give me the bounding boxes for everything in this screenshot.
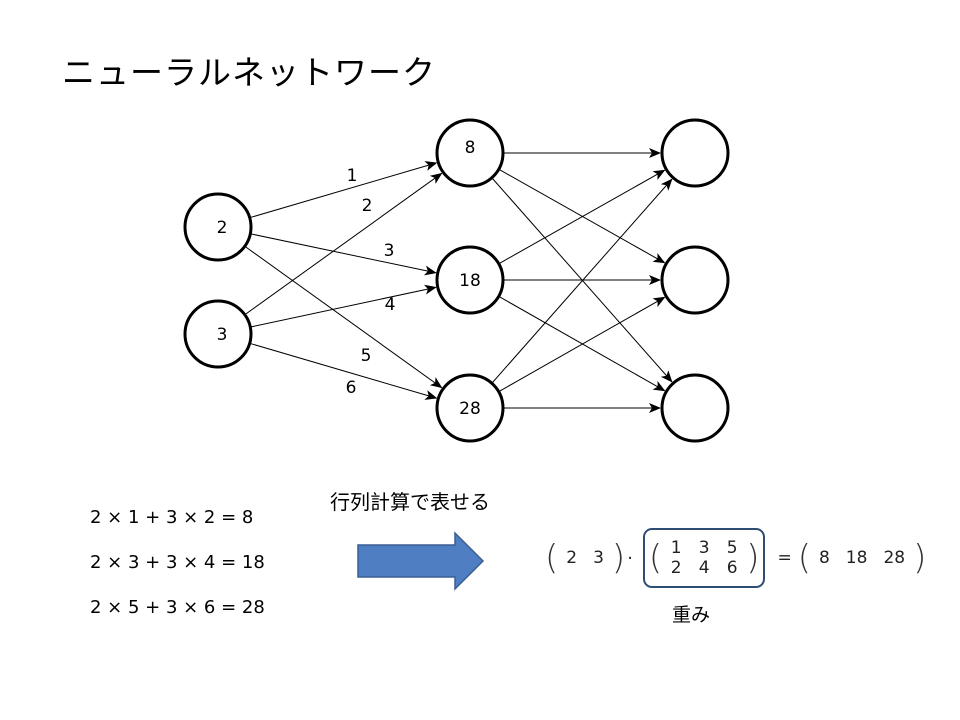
node-label: 28 <box>459 399 481 419</box>
equals-sign: = <box>777 548 792 568</box>
matrix-cell: 6 <box>726 558 738 578</box>
matrix-cell: 3 <box>698 538 710 558</box>
page-title: ニューラルネットワーク <box>62 53 436 92</box>
edge-arrow-0-0-2 <box>244 245 443 389</box>
output-node-2 <box>660 245 730 315</box>
matrix-expression: ( 2 3 ) · ( 1 3 5 2 4 6 ) = ( 8 18 28 ) <box>545 528 926 588</box>
edge-arrow-0-0-1 <box>250 233 437 276</box>
result-value: 28 <box>883 548 906 568</box>
output-node-3 <box>660 373 730 443</box>
weight-label-4: 4 <box>385 295 396 315</box>
edge-arrow-0-1-1 <box>250 284 437 328</box>
matrix-cell: 5 <box>726 538 738 558</box>
hidden-node-1 <box>435 118 505 188</box>
matrix-cell: 2 <box>670 558 682 578</box>
nodes-layer: 2 3 8 18 28 <box>183 118 730 443</box>
right-paren: ) <box>746 538 760 578</box>
equation-1: 2 × 1 + 3 × 2 = 8 <box>90 507 254 528</box>
dot-operator: · <box>627 547 633 569</box>
weight-label-2: 2 <box>362 196 373 216</box>
input-node-1 <box>183 192 253 262</box>
edge-arrow-1-1-0 <box>498 169 666 265</box>
edges-layer <box>244 148 673 413</box>
vector-value: 2 <box>566 548 578 568</box>
weight-label-6: 6 <box>346 378 357 398</box>
hidden-node-2 <box>435 245 505 315</box>
output-node-1 <box>660 118 730 188</box>
edge-arrow-1-2-0 <box>491 178 673 384</box>
node-label: 8 <box>465 138 476 158</box>
edge-arrow-0-0-0 <box>249 161 438 219</box>
result-value: 18 <box>845 548 868 568</box>
edge-arrow-1-1-2 <box>498 295 666 392</box>
vector-value: 3 <box>593 548 604 568</box>
result-value: 8 <box>818 548 830 568</box>
hidden-node-3 <box>435 373 505 443</box>
equation-3: 2 × 5 + 3 × 6 = 28 <box>90 597 265 618</box>
edge-arrow-0-1-0 <box>244 172 443 316</box>
edge-arrow-0-1-2 <box>249 342 438 400</box>
equation-2: 2 × 3 + 3 × 4 = 18 <box>90 552 265 573</box>
weight-label-5: 5 <box>361 346 372 366</box>
matrix-cell: 1 <box>670 538 682 558</box>
matrix-cell: 4 <box>698 558 710 578</box>
matrix-caption: 行列計算で表せる <box>330 490 490 514</box>
weight-label-3: 3 <box>384 241 395 261</box>
node-label: 2 <box>217 218 228 238</box>
edge-arrow-1-2-1 <box>498 296 666 393</box>
node-label: 3 <box>217 325 228 345</box>
weight-matrix-box: ( 1 3 5 2 4 6 ) <box>642 528 766 588</box>
input-node-2 <box>183 299 253 369</box>
node-label: 18 <box>459 271 481 291</box>
left-paren: ( <box>648 538 663 578</box>
right-paren: ) <box>611 538 626 578</box>
left-paren: ( <box>545 538 559 578</box>
weight-label: 重み <box>672 604 711 626</box>
left-paren: ( <box>797 538 811 578</box>
right-arrow-shape <box>357 531 485 591</box>
weight-label-1: 1 <box>347 166 358 186</box>
edge-arrow-1-0-1 <box>498 168 666 264</box>
right-paren: ) <box>913 538 927 578</box>
weight-matrix: 1 3 5 2 4 6 <box>662 538 746 578</box>
